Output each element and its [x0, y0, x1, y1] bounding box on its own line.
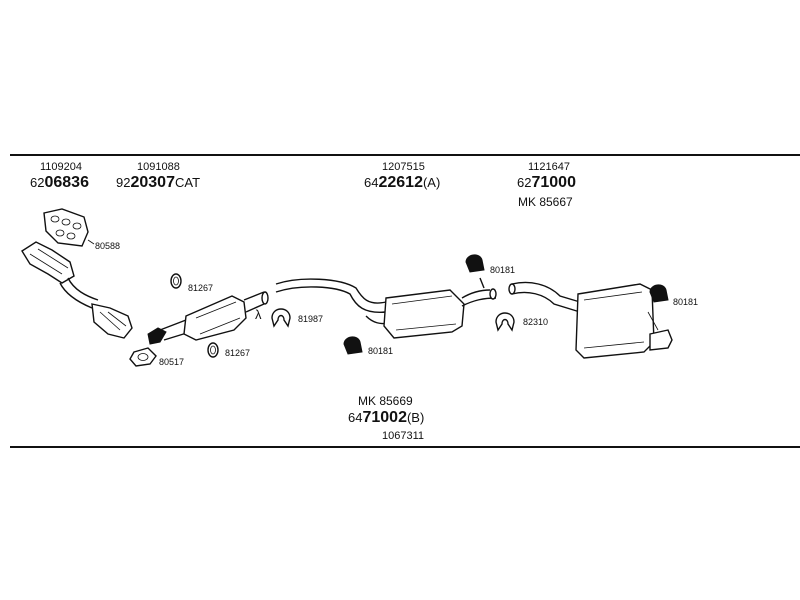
kit-number-bottom: MK 85669	[358, 394, 413, 408]
part-code-1: 1109204	[40, 161, 83, 173]
part-code-2: 1091088	[137, 161, 180, 173]
kit-number-top: MK 85667	[518, 195, 573, 209]
bottom-rule	[10, 446, 800, 448]
rubber-hanger-c	[649, 284, 669, 303]
part-code-4: 1121647	[528, 161, 571, 173]
part-number-3: 6422612(A)	[364, 174, 441, 191]
part-number-4: 6271000	[517, 174, 576, 191]
label-80588: 80588	[95, 241, 121, 251]
label-81267-b: 81267	[225, 348, 251, 358]
part-code-3: 1207515	[382, 161, 425, 173]
part-number-bottom: 6471002(B)	[348, 409, 425, 426]
label-81987: 81987	[298, 314, 324, 324]
label-82310: 82310	[523, 317, 549, 327]
part-number-1: 6206836	[30, 174, 89, 191]
label-80181-b: 80181	[368, 346, 394, 356]
flange-gasket	[129, 347, 157, 367]
exhaust-manifold	[21, 241, 133, 339]
label-80517: 80517	[159, 357, 185, 367]
rubber-hanger-a	[465, 254, 485, 289]
center-silencer-pipe	[275, 278, 497, 339]
manifold-gasket	[43, 208, 95, 247]
rubber-hanger-b	[343, 336, 363, 355]
pipe-clamp-a	[271, 308, 291, 328]
part-code-bottom: 1067311	[382, 430, 425, 442]
sealing-ring-a	[170, 273, 182, 289]
label-81267-a: 81267	[188, 283, 214, 293]
top-rule	[10, 154, 800, 156]
label-80181-c: 80181	[673, 297, 699, 307]
sealing-ring-b	[207, 342, 219, 358]
pipe-clamp-b	[495, 312, 515, 332]
catalytic-converter	[147, 291, 269, 345]
label-80181-a: 80181	[490, 265, 516, 275]
rear-silencer	[508, 281, 673, 359]
part-number-2: 9220307CAT	[116, 174, 201, 191]
lambda-sensor-symbol: λ	[255, 307, 262, 322]
